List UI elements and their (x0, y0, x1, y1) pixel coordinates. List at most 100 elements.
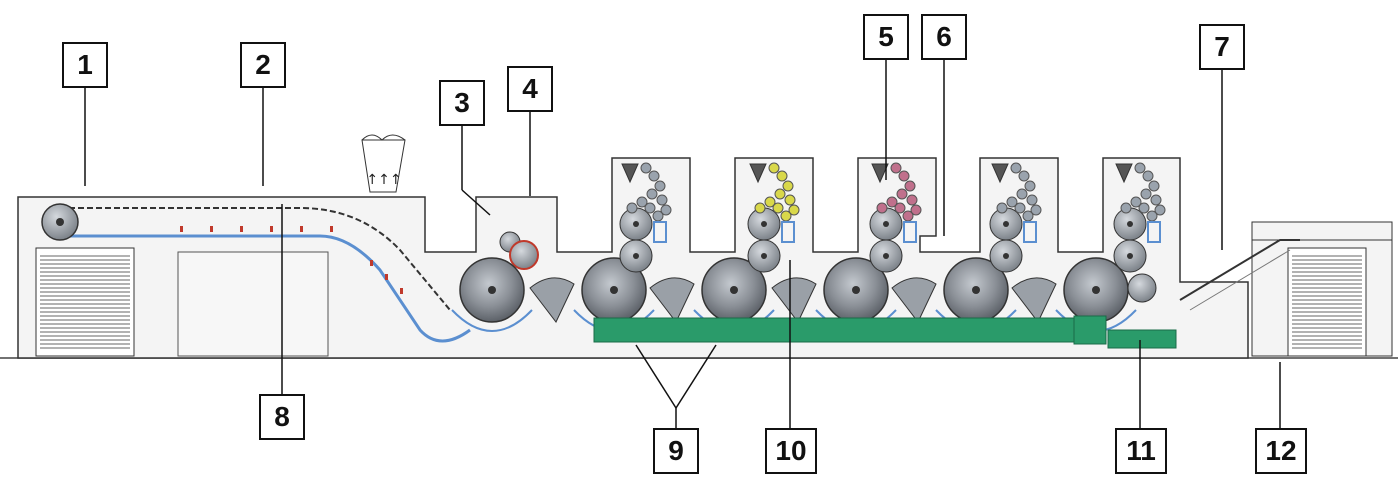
delivery-gripper-roller (1127, 273, 1157, 303)
feeder-belt-lower (60, 234, 471, 343)
ink-roller (644, 202, 656, 214)
ink-fountain (871, 163, 889, 184)
ink-roller (894, 202, 906, 214)
ink-roller (1120, 202, 1132, 214)
ink-roller (1142, 170, 1154, 182)
ink-roller (890, 162, 902, 174)
ink-roller (1030, 204, 1042, 216)
sheet-guide (451, 309, 533, 332)
transfer-drum (1011, 277, 1057, 323)
plate-cylinder-hub (883, 221, 889, 227)
callout-6: 6 (921, 14, 967, 60)
dampening-unit (1147, 221, 1161, 243)
ink-roller (784, 194, 796, 206)
feeder-sheet-marker (385, 274, 388, 280)
ink-roller (788, 204, 800, 216)
plate-cylinder-hub (761, 253, 767, 259)
ink-roller (904, 180, 916, 192)
ink-roller (652, 210, 664, 222)
feeder-sheet-marker (210, 226, 213, 232)
ink-roller (754, 202, 766, 214)
cylinder-hub (852, 286, 860, 294)
cylinder-hub (610, 286, 618, 294)
plate-cylinder-hub (761, 221, 767, 227)
transfer-drum (771, 277, 817, 323)
callout-8: 8 (259, 394, 305, 440)
ink-roller (898, 170, 910, 182)
ink-roller (1134, 162, 1146, 174)
plate-cylinder-hub (1127, 253, 1133, 259)
ink-roller (1130, 196, 1142, 208)
feeder-pile (35, 247, 135, 357)
ink-fountain (1115, 163, 1133, 184)
ink-roller (654, 180, 666, 192)
ink-roller (886, 196, 898, 208)
ink-fountain (621, 163, 639, 184)
ink-roller (996, 202, 1008, 214)
callout-1: 1 (62, 42, 108, 88)
ink-roller (902, 210, 914, 222)
suction-chute (361, 139, 406, 193)
drive-motor-end (1107, 329, 1177, 349)
callout-5: 5 (863, 14, 909, 60)
feeder-housing (177, 251, 329, 357)
ink-roller (1138, 202, 1150, 214)
delivery-pile (1287, 247, 1367, 357)
ink-roller (626, 202, 638, 214)
delivery-top (1252, 221, 1393, 241)
callout-4: 4 (507, 66, 553, 112)
ink-roller (648, 170, 660, 182)
feeder-sheet-marker (400, 288, 403, 294)
ink-roller (1018, 170, 1030, 182)
feeder-sheet-marker (270, 226, 273, 232)
ink-roller (640, 162, 652, 174)
callout-12: 12 (1255, 428, 1307, 474)
ink-roller (636, 196, 648, 208)
ink-roller (764, 196, 776, 208)
ink-roller (660, 204, 672, 216)
ink-roller (1016, 188, 1028, 200)
feeder-sheet-marker (240, 226, 243, 232)
ink-roller (1024, 180, 1036, 192)
ink-roller (910, 204, 922, 216)
plate-cylinder-hub (883, 253, 889, 259)
feeder-belt (60, 207, 451, 311)
ink-roller (646, 188, 658, 200)
delivery-conveyor-2 (1189, 249, 1291, 311)
ink-roller (1148, 180, 1160, 192)
plate-cylinder-hub (633, 221, 639, 227)
callout-3: 3 (439, 80, 485, 126)
ink-roller (896, 188, 908, 200)
dampening-unit (903, 221, 917, 243)
ink-roller (1010, 162, 1022, 174)
ink-fountain (749, 163, 767, 184)
ink-roller (1014, 202, 1026, 214)
callout-9: 9 (653, 428, 699, 474)
ink-roller (780, 210, 792, 222)
cylinder-hub (730, 286, 738, 294)
ink-roller (1022, 210, 1034, 222)
feeder-sheet-marker (330, 226, 333, 232)
callout-2: 2 (240, 42, 286, 88)
ink-roller (1150, 194, 1162, 206)
delivery-conveyor (1179, 239, 1300, 301)
dampening-unit (1023, 221, 1037, 243)
plate-cylinder-hub (633, 253, 639, 259)
feeder-sheet-marker (180, 226, 183, 232)
plate-cylinder-hub (1003, 221, 1009, 227)
callout-7: 7 (1199, 24, 1245, 70)
drive-motor (1073, 315, 1107, 345)
plate-cylinder-hub (1003, 253, 1009, 259)
ink-roller (656, 194, 668, 206)
arrow-up-icon: ↑↑↑ (366, 172, 401, 188)
feeder-drum-hub (56, 218, 64, 226)
leader-line-9a (635, 344, 677, 409)
plate-cylinder-hub (1127, 221, 1133, 227)
dampening-unit (653, 221, 667, 243)
ink-roller (1026, 194, 1038, 206)
transfer-drum (649, 277, 695, 323)
infeed-roller-red (509, 240, 539, 270)
ink-roller (1006, 196, 1018, 208)
cylinder-hub (488, 286, 496, 294)
